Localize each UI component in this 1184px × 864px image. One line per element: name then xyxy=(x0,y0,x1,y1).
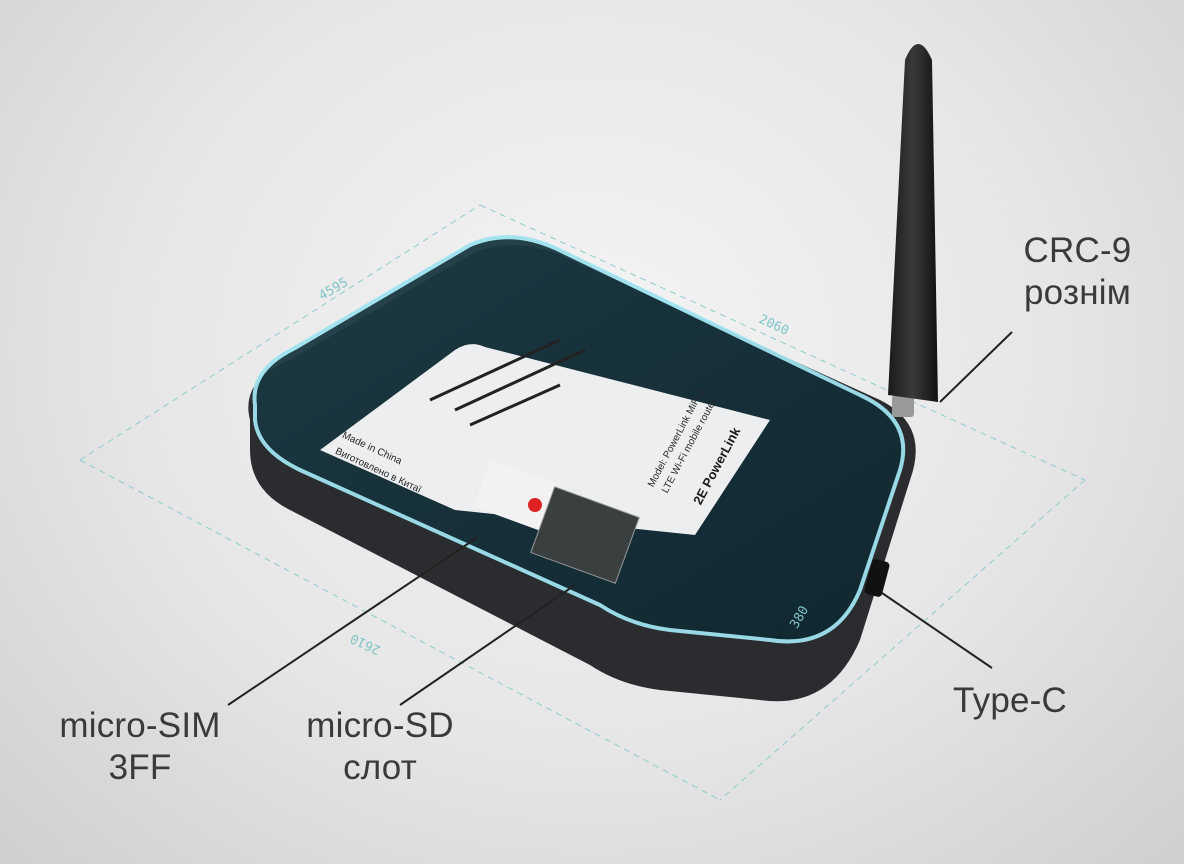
callout-text: слот xyxy=(343,748,417,787)
callout-text: 3FF xyxy=(108,748,172,787)
callout-micro-sd: micro-SD слот xyxy=(285,705,475,789)
usb-c-port xyxy=(864,559,890,597)
callout-text: рознім xyxy=(1024,273,1131,312)
crc9-connector xyxy=(892,395,914,417)
callout-type-c: Type-C xyxy=(935,680,1085,722)
callout-lines xyxy=(227,331,1013,706)
sd-slot xyxy=(530,486,640,584)
sim-card xyxy=(473,459,557,531)
callout-crc9: CRC-9 рознім xyxy=(1005,230,1150,314)
dimension-lines xyxy=(79,204,1086,801)
barcodes xyxy=(429,338,586,427)
device-label xyxy=(320,344,770,535)
antenna xyxy=(888,44,938,402)
callout-text: micro-SD xyxy=(306,706,454,745)
callout-text: CRC-9 xyxy=(1023,231,1132,270)
callout-micro-sim: micro-SIM 3FF xyxy=(40,705,240,789)
sim-logo xyxy=(528,498,542,512)
callout-text: micro-SIM xyxy=(59,706,221,745)
callout-text: Type-C xyxy=(952,681,1067,720)
